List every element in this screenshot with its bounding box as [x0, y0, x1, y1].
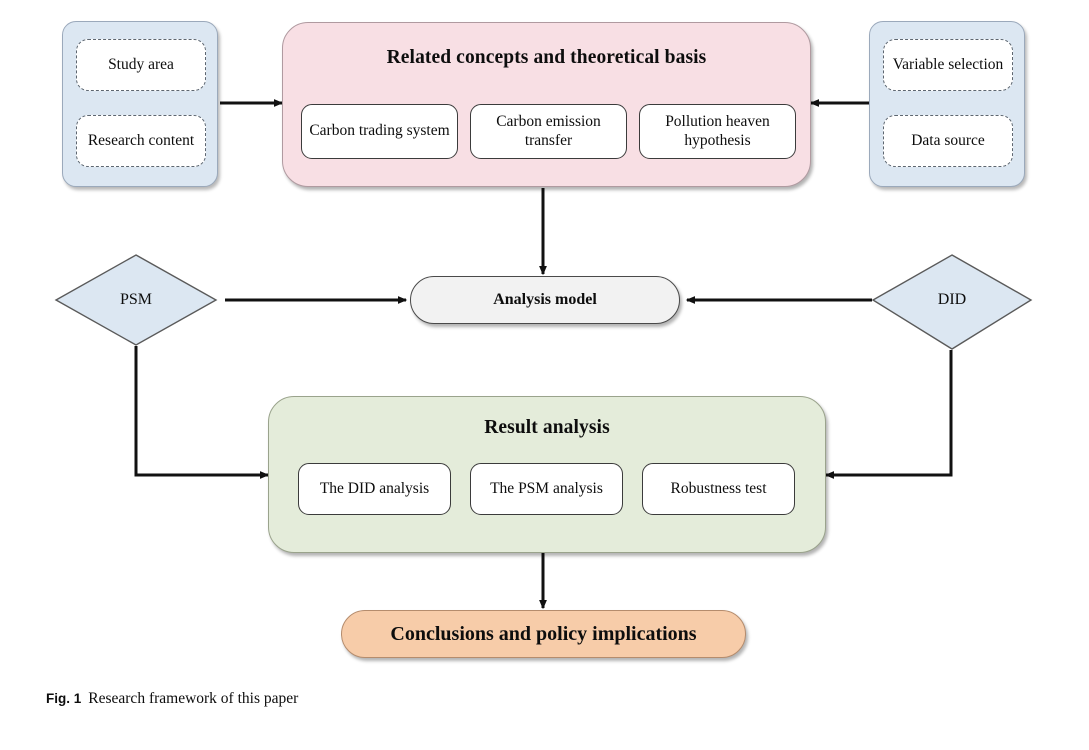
result-box-psm-analysis[interactable]: The PSM analysis — [470, 463, 623, 515]
concepts-section-title: Related concepts and theoretical basis — [386, 47, 707, 68]
concept-box-carbon-emission-transfer[interactable]: Carbon emission transfer — [470, 104, 627, 159]
arrow-psm-to-result-analysis — [134, 346, 270, 479]
concept-box-pollution-heaven-hypothesis[interactable]: Pollution heaven hypothesis — [639, 104, 796, 159]
concept-box-carbon-trading-system[interactable]: Carbon trading system — [301, 104, 458, 159]
psm-diamond[interactable]: PSM — [54, 254, 218, 346]
right-panel-item-label: Variable selection — [892, 56, 1004, 74]
analysis-model-node[interactable]: Analysis model — [410, 276, 680, 324]
left-panel-item-label: Research content — [87, 132, 195, 150]
result-box-robustness-test[interactable]: Robustness test — [642, 463, 795, 515]
result-box-label: The PSM analysis — [490, 479, 603, 497]
right-panel-item-label: Data source — [911, 132, 985, 150]
left-input-panel: Study area Research content — [62, 21, 218, 187]
left-panel-item-label: Study area — [108, 56, 174, 74]
concepts-section: Related concepts and theoretical basis C… — [282, 22, 811, 187]
result-analysis-section-title: Result analysis — [484, 417, 610, 438]
left-panel-item-research-content[interactable]: Research content — [76, 115, 206, 167]
right-input-panel: Variable selection Data source — [869, 21, 1025, 187]
result-analysis-section: Result analysis The DID analysis The PSM… — [268, 396, 826, 553]
right-panel-item-variable-selection[interactable]: Variable selection — [883, 39, 1013, 91]
figure-caption: Fig. 1 Research framework of this paper — [46, 690, 298, 708]
result-box-label: Robustness test — [670, 479, 767, 497]
analysis-model-label: Analysis model — [493, 291, 597, 308]
did-diamond-shape — [871, 254, 1033, 350]
did-diamond[interactable]: DID — [871, 254, 1033, 350]
result-box-did-analysis[interactable]: The DID analysis — [298, 463, 451, 515]
figure-caption-text: Research framework of this paper — [88, 690, 299, 707]
figure-number: Fig. 1 — [46, 691, 82, 706]
psm-diamond-shape — [54, 254, 218, 346]
concept-box-label: Carbon trading system — [309, 122, 450, 140]
left-panel-item-study-area[interactable]: Study area — [76, 39, 206, 91]
conclusions-node[interactable]: Conclusions and policy implications — [341, 610, 746, 658]
arrow-did-to-result-analysis — [824, 350, 953, 479]
concept-box-label: Pollution heaven hypothesis — [665, 112, 770, 149]
conclusions-label: Conclusions and policy implications — [390, 622, 697, 645]
result-box-label: The DID analysis — [319, 479, 430, 497]
concept-box-label: Carbon emission transfer — [496, 112, 601, 149]
right-panel-item-data-source[interactable]: Data source — [883, 115, 1013, 167]
